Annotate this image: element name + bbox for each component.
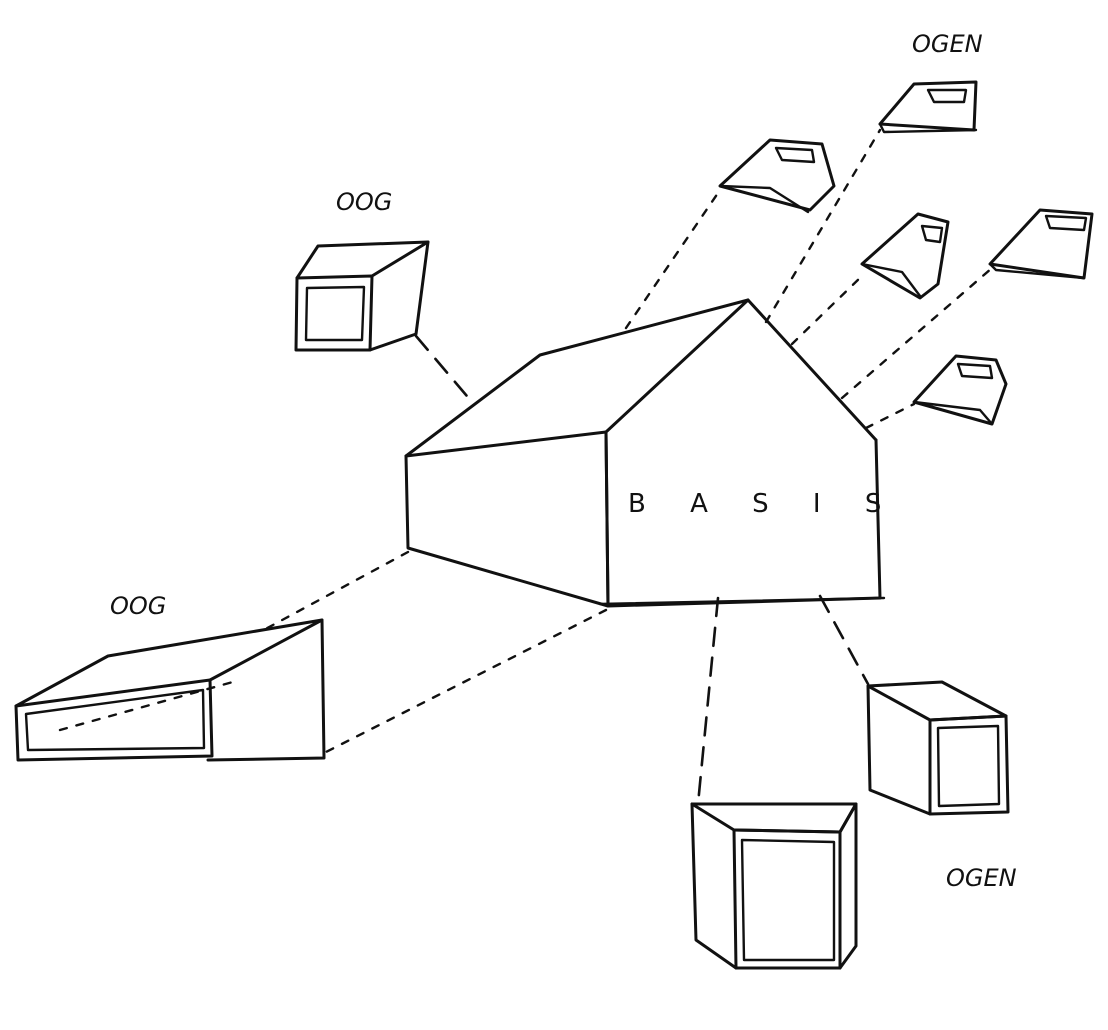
ogen-box-2 bbox=[718, 138, 836, 214]
link-ogen-3 bbox=[790, 272, 866, 346]
oog-label-upper-left: OOG bbox=[336, 188, 392, 216]
basis-label: B A S I S bbox=[628, 489, 899, 519]
ogen-box-3 bbox=[860, 212, 950, 300]
link-upper-left bbox=[414, 334, 474, 404]
oog-label-lower-left: OOG bbox=[110, 592, 166, 620]
link-ogen-1 bbox=[764, 128, 882, 324]
ogen-box-lower-right bbox=[866, 680, 1010, 816]
ogen-box-4 bbox=[988, 208, 1094, 280]
link-ogen-5 bbox=[864, 402, 916, 430]
hidden-edge-lower-left bbox=[58, 678, 242, 732]
ogen-label-bottom-right: OGEN bbox=[946, 864, 1017, 892]
link-ogen-2 bbox=[624, 188, 722, 330]
ogen-box-5 bbox=[912, 354, 1008, 426]
link-lower-left-bottom bbox=[324, 608, 608, 754]
link-lower-left-top bbox=[258, 550, 410, 634]
basis-house bbox=[404, 298, 886, 608]
ogen-box-bottom-center bbox=[690, 802, 858, 970]
link-bottom-center bbox=[696, 596, 720, 806]
oog-box-upper-left bbox=[294, 240, 430, 352]
oog-box-lower-left bbox=[14, 618, 326, 762]
link-ogen-4 bbox=[840, 266, 994, 400]
link-lower-right bbox=[818, 594, 870, 686]
ogen-label-top-right: OGEN bbox=[912, 30, 983, 58]
ogen-box-1 bbox=[878, 80, 978, 134]
